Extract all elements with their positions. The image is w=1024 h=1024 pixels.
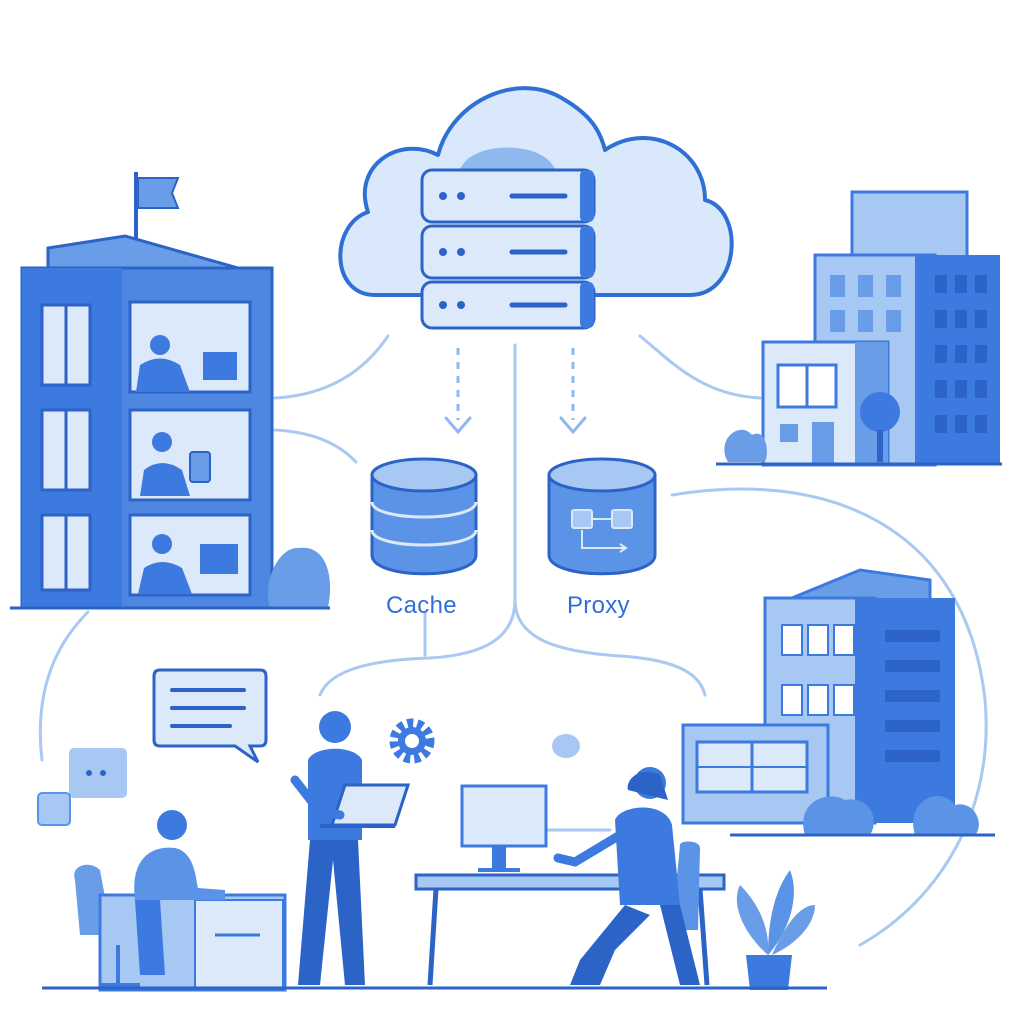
desktop-monitor-icon xyxy=(460,784,548,872)
corporate-building-icon xyxy=(716,190,1002,467)
chat-bubble-icon xyxy=(152,668,268,764)
database-cache-icon xyxy=(370,457,478,576)
server-stack-icon xyxy=(420,168,596,330)
person-seated-desk xyxy=(74,810,287,992)
app-tile-icon xyxy=(37,748,127,826)
database-proxy-icon xyxy=(547,457,657,576)
person-desk-monitor xyxy=(414,767,726,986)
person-standing-laptop xyxy=(290,711,411,985)
blob-shape xyxy=(552,734,580,758)
proxy-label: Proxy xyxy=(567,592,630,619)
cache-label: Cache xyxy=(386,592,457,619)
campus-building-icon xyxy=(681,568,995,837)
connector-lines xyxy=(38,334,988,947)
gear-icon xyxy=(389,718,435,764)
plant-icon xyxy=(736,870,815,990)
office-building-icon xyxy=(10,172,331,610)
